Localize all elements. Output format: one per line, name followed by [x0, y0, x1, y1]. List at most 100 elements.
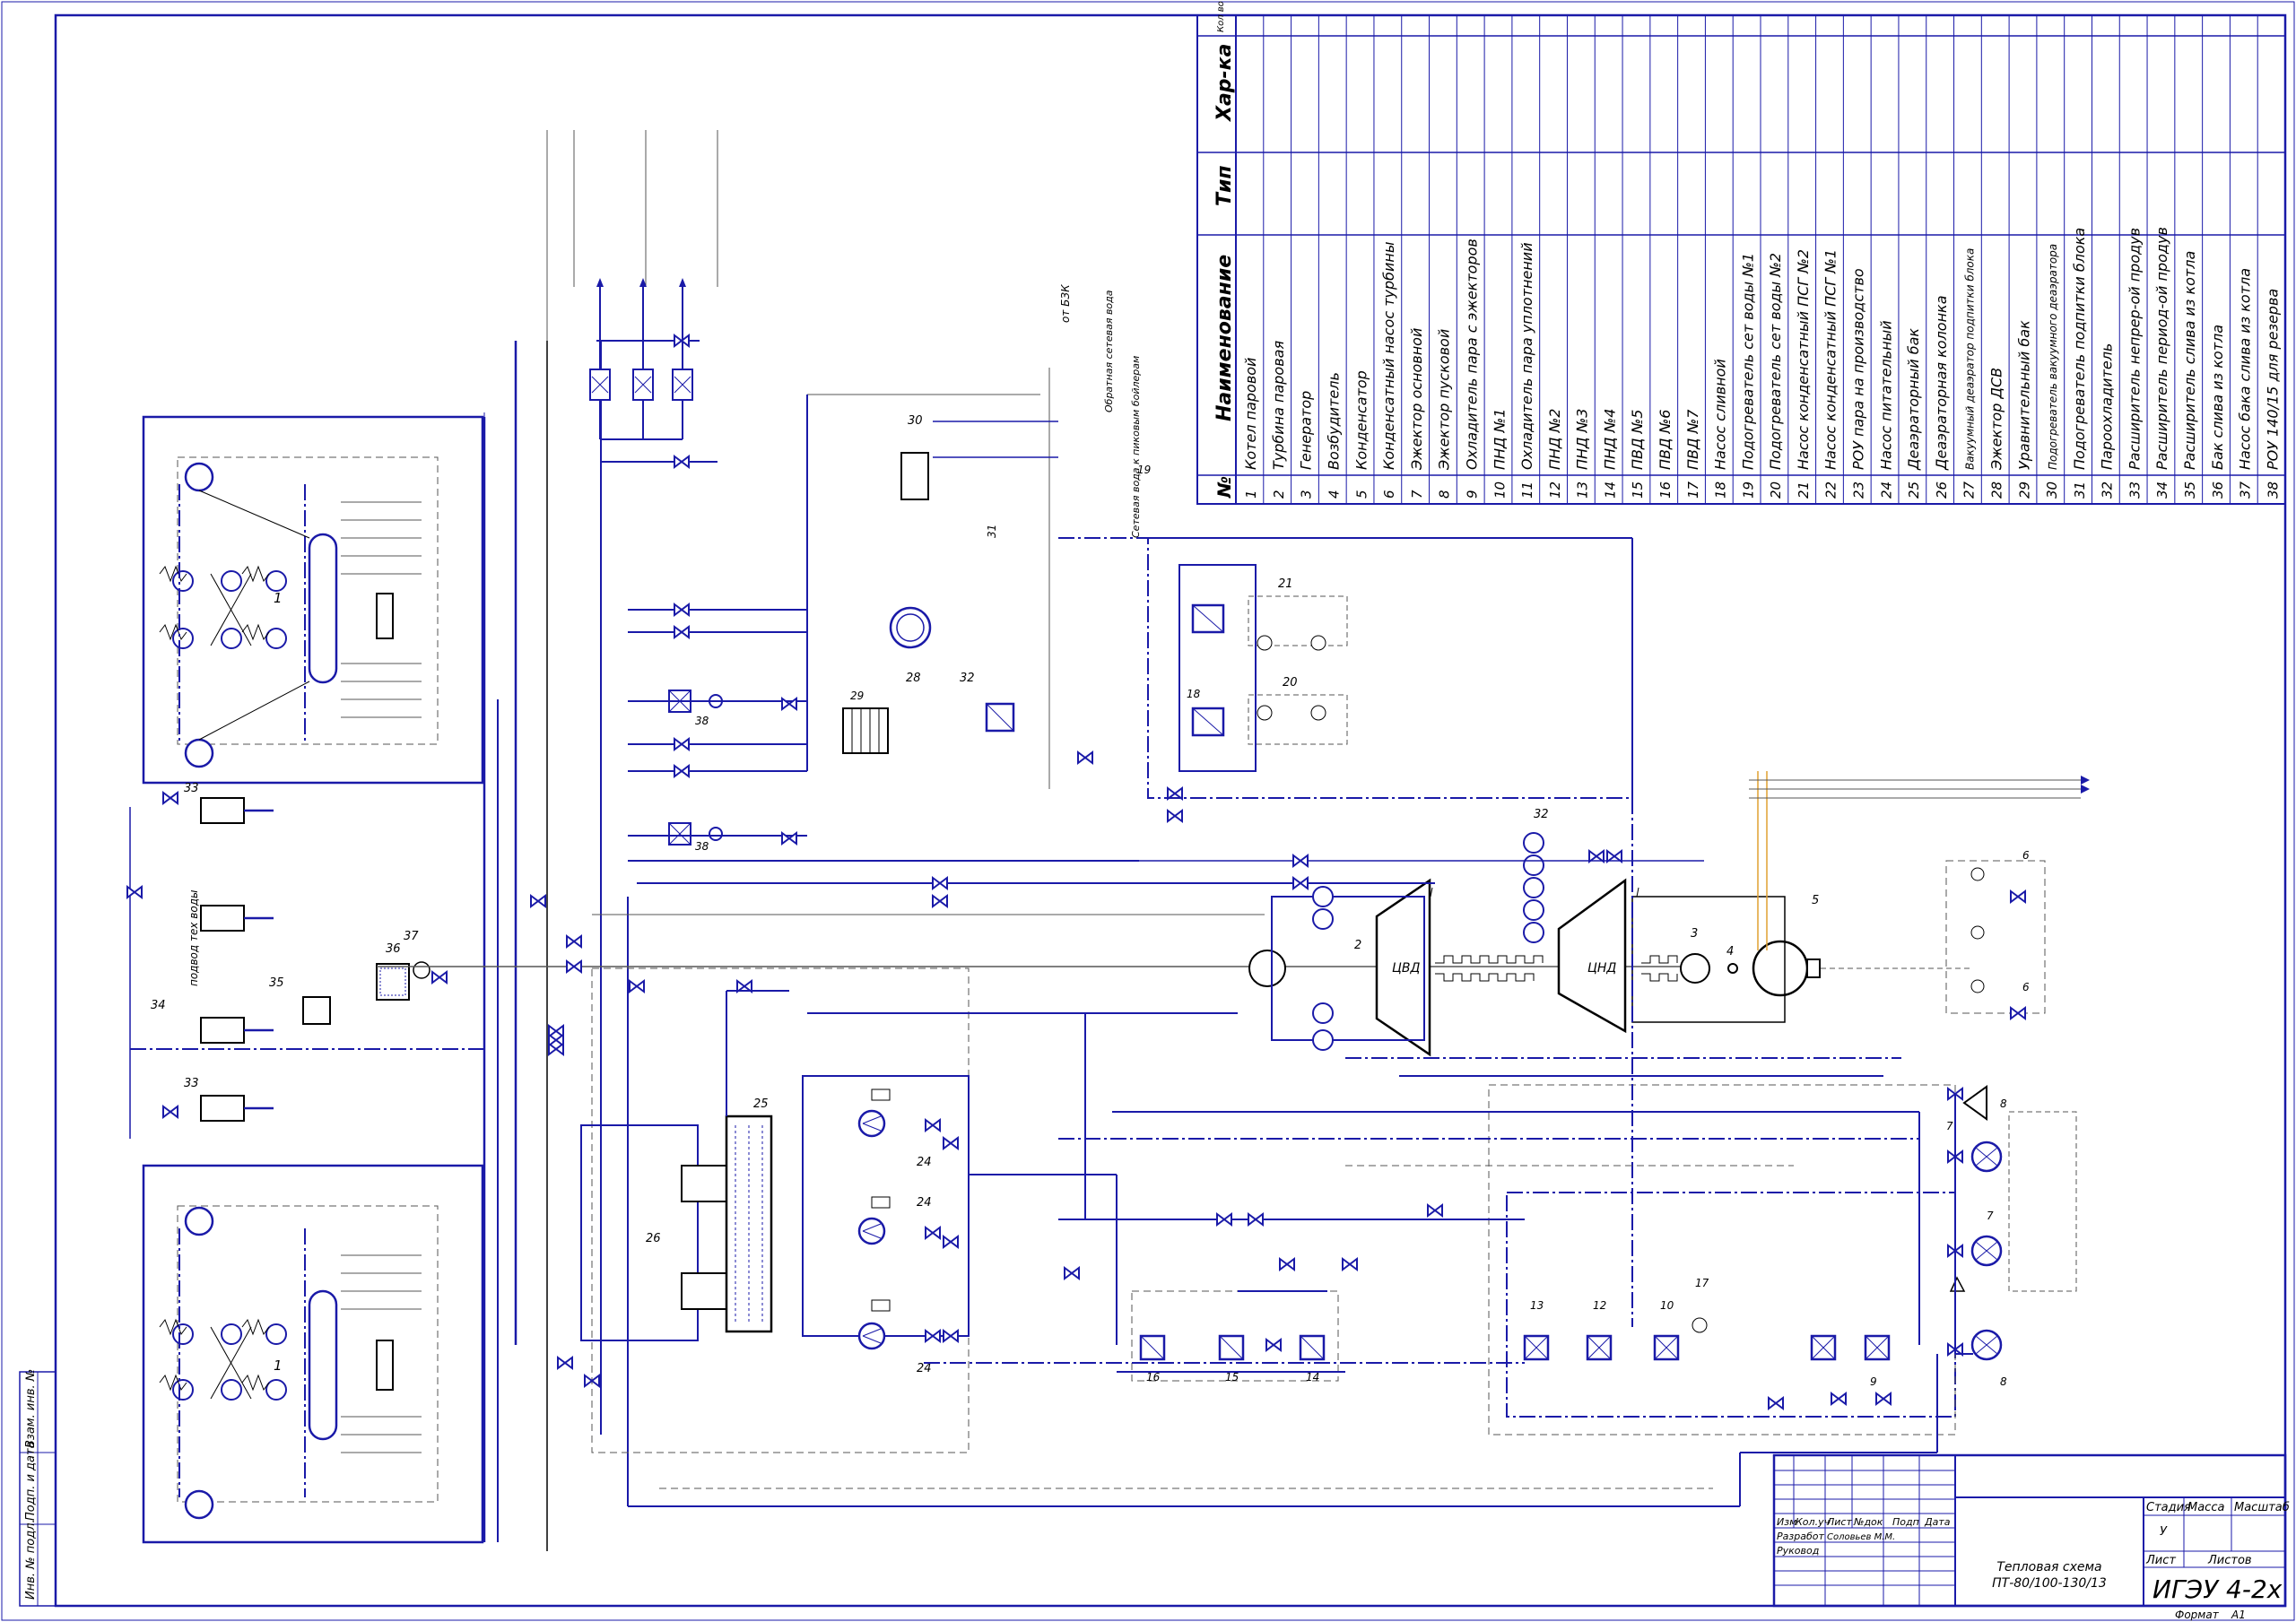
rev-h-izm: Изм — [1777, 1516, 1796, 1528]
callout-28: 29 — [850, 690, 864, 702]
spec-row-name: Возбудитель — [1326, 372, 1343, 470]
callout-31: 32 — [960, 672, 975, 685]
spec-row-num: 13 — [1575, 481, 1591, 499]
network-water-label: Сетевая вода к пиковым бойлерам — [1130, 356, 1142, 538]
valve-icon — [925, 1226, 941, 1240]
callout-5: 5 — [1812, 894, 1819, 907]
callout-6-a: 6 — [2022, 849, 2030, 862]
spec-row-name: Насос сливной — [1712, 359, 1729, 470]
spec-row-num: 6 — [1381, 490, 1397, 499]
spec-row-name: Насос конденсатный ПСГ №1 — [1822, 249, 1839, 470]
spec-row-name: Бак слива из котла — [2209, 325, 2226, 470]
spec-row-name: Генератор — [1298, 391, 1315, 470]
spec-row-num: 15 — [1630, 481, 1646, 499]
valve-icon — [1077, 750, 1093, 765]
callout-38-b: 38 — [695, 840, 709, 853]
rev-h-date: Дата — [1924, 1516, 1951, 1528]
spec-row-name: Расширитель слива из котла — [2181, 251, 2198, 470]
spec-row-num: 2 — [1271, 490, 1287, 499]
spec-row-name: Деаэраторная колонка — [1933, 295, 1950, 471]
callout-3: 3 — [1691, 927, 1698, 941]
spec-row-num: 24 — [1878, 481, 1894, 499]
boiler-1-bottom: 1 — [142, 1164, 484, 1544]
valve-icon — [932, 876, 948, 890]
spec-row-name: Подогреватель сет воды №2 — [1767, 253, 1784, 470]
spec-row-num: 19 — [1740, 481, 1756, 499]
spec-row-num: 34 — [2154, 481, 2170, 499]
spec-row-name: РОУ 140/15 для резерва — [2264, 289, 2281, 470]
sheet-label: Лист — [2145, 1554, 2176, 1567]
callout-4: 4 — [1726, 945, 1734, 958]
rou-section: 38 38 — [546, 130, 807, 853]
spec-row-num: 33 — [2126, 481, 2143, 499]
callout-26: 26 — [646, 1232, 661, 1245]
spec-row-num: 37 — [2238, 481, 2254, 499]
spec-row-name: Охладитель пара с эжекторов — [1463, 239, 1480, 470]
spec-row-num: 3 — [1299, 490, 1315, 499]
valve-icon — [781, 697, 797, 711]
spec-row-num: 10 — [1492, 481, 1508, 499]
rev-h-doc: №док — [1853, 1516, 1883, 1528]
callout-34: 34 — [151, 999, 166, 1012]
valve-icon — [584, 1374, 600, 1388]
valve-icon — [431, 970, 448, 984]
main-steam-headers — [483, 341, 629, 1551]
valve-icon — [1064, 1266, 1080, 1280]
spec-row-num: 32 — [2100, 481, 2116, 499]
valve-icon — [674, 603, 690, 617]
spec-row-num: 28 — [1988, 481, 2005, 499]
callout-18: 17 — [1695, 1277, 1709, 1289]
spec-header-char: Хар-ка — [1213, 44, 1236, 123]
spec-row-name: Подогреватель подпитки блока — [2071, 228, 2088, 470]
spec-row-num: 16 — [1657, 481, 1674, 499]
rev-h-kol: Кол.уч — [1796, 1516, 1831, 1528]
valve-icon — [1831, 1392, 1847, 1406]
valve-icon — [1588, 849, 1605, 863]
spec-row-name: Конденсатный насос турбины — [1380, 241, 1397, 470]
spec-row-name: Уравнительный бак — [2015, 320, 2032, 470]
valve-icon — [1248, 1212, 1264, 1227]
spec-row-name: ПВД №5 — [1629, 410, 1646, 470]
sheet-inner-frame — [54, 13, 2287, 1608]
spec-row-num: 8 — [1437, 490, 1453, 499]
spec-row-name: Подогреватель сет воды №1 — [1739, 253, 1756, 470]
spec-row-num: 7 — [1409, 490, 1425, 499]
valve-icon — [1167, 786, 1183, 801]
valve-icon — [1265, 1338, 1282, 1352]
developer-name: Соловьев М.М. — [1827, 1532, 1895, 1542]
callout-36: 36 — [386, 942, 401, 956]
spec-row-num: 23 — [1851, 481, 1867, 499]
callout-8: 8 — [2000, 1097, 2007, 1110]
valve-icon — [736, 979, 752, 993]
spec-row-name: Турбина паровая — [1270, 341, 1287, 470]
spec-row-num: 17 — [1685, 481, 1701, 499]
turbine-section: ЦВД 2 ЦНД 3 4 5 32 — [377, 771, 2090, 1057]
spec-row-num: 29 — [2016, 481, 2032, 499]
sheets-label: Листов — [2207, 1554, 2252, 1567]
spec-row-num: 1 — [1243, 490, 1259, 499]
boiler-1-top: 1 — [142, 415, 484, 785]
valve-icon — [126, 885, 143, 899]
spec-row-name: Насос питательный — [1877, 320, 1894, 470]
from-bzk-label: от БЗК — [1059, 284, 1072, 323]
callout-12: 10 — [1660, 1299, 1674, 1312]
specification-table: Кол во Хар-ка Тип Наименование № 1Котел … — [1196, 1, 2286, 505]
valve-icon — [629, 979, 645, 993]
callout-33-b: 33 — [184, 1077, 199, 1090]
callout-1-bottom: 1 — [274, 1357, 283, 1374]
spec-row-num: 21 — [1796, 481, 1812, 499]
spec-row-name: Расширитель непрер-ой продув — [2126, 228, 2143, 470]
scale-label: Масштаб — [2234, 1501, 2290, 1514]
tech-water-label: подвод тех воды — [187, 890, 200, 986]
callout-13: 12 — [1593, 1299, 1606, 1312]
spec-row-num: 9 — [1464, 490, 1480, 499]
spec-row-name: Вакуумный деаэратор подпитки блока — [1964, 248, 1977, 470]
role-developer: Разработ — [1777, 1531, 1824, 1542]
callout-37: 37 — [404, 930, 419, 943]
callout-32-turbine: 32 — [1534, 808, 1549, 821]
valve-icon — [1292, 876, 1309, 890]
spec-row-num: 38 — [2265, 481, 2281, 499]
callout-6-b: 6 — [2022, 981, 2030, 993]
spec-row-name: ПВД №6 — [1657, 410, 1674, 470]
